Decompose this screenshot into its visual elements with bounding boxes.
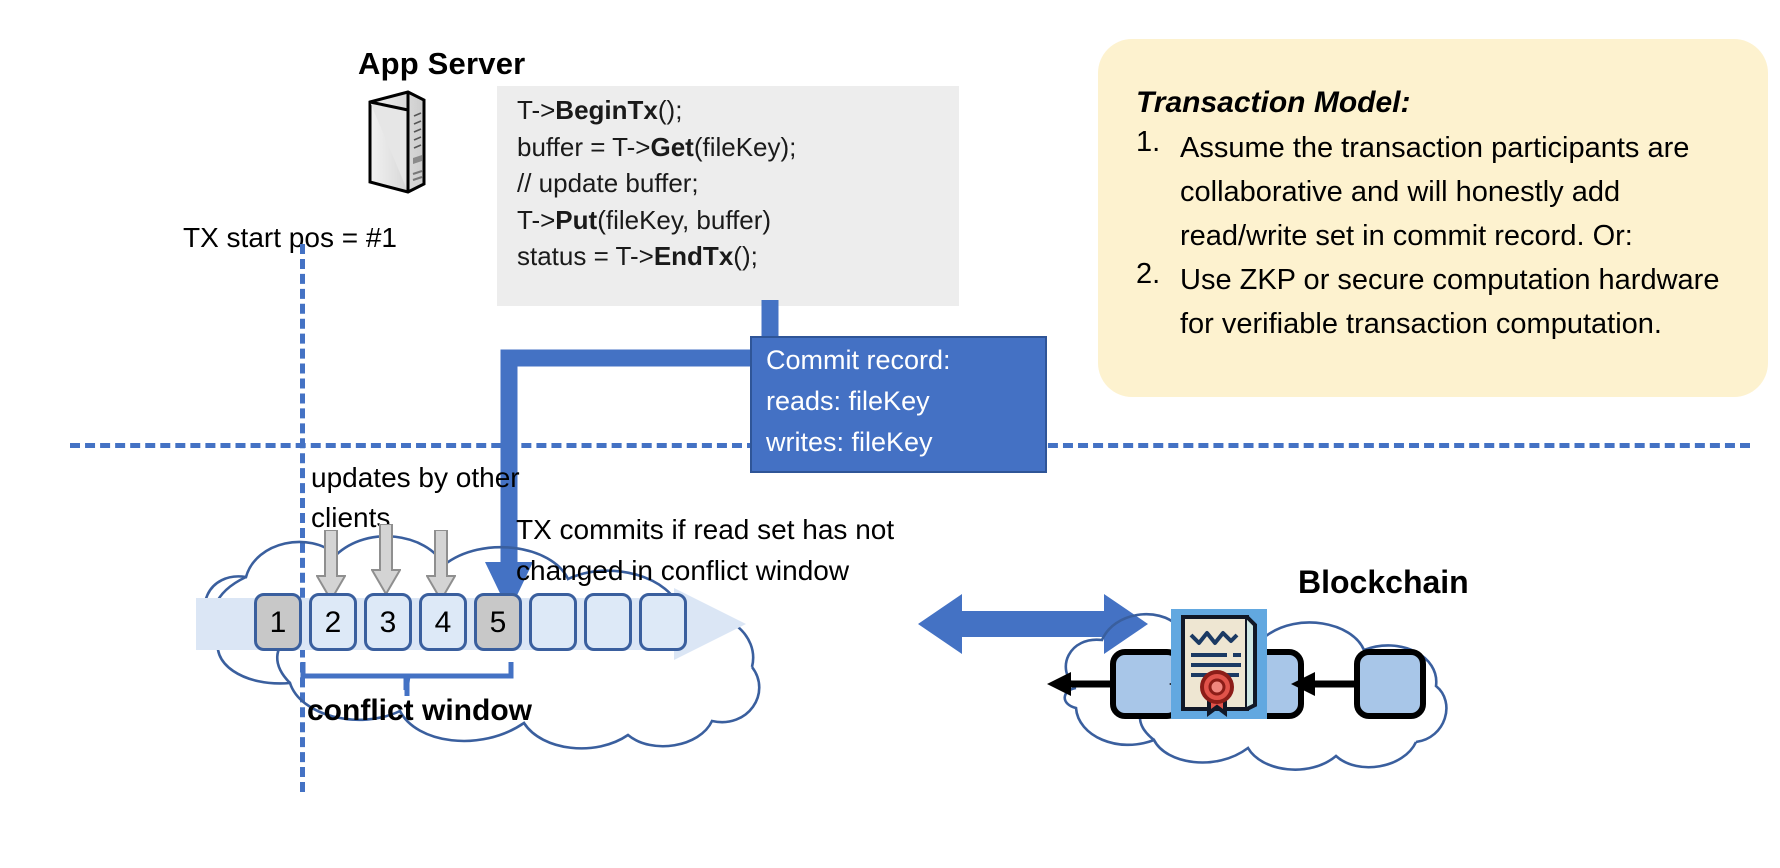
ledger-cell: 2 [309,593,357,651]
code-line-5: status = T->EndTx(); [517,241,758,271]
ledger-cell: 4 [419,593,467,651]
code-snippet-lines: T->BeginTx(); buffer = T->Get(fileKey); //… [517,92,967,275]
conflict-window-brace [300,660,524,700]
transaction-model-item-number-2: 2. [1136,258,1161,290]
tx-start-pos-label: TX start pos = #1 [183,222,397,253]
ledger-cell: 3 [364,593,412,651]
server-tower-icon [362,88,432,196]
update-arrow-icon [425,529,457,602]
code-snippet-box [497,86,959,306]
transaction-model-item-2: Use ZKP or secure computation hardware f… [1180,264,1720,340]
commit-record-box [750,336,1047,473]
bidirectional-sync-arrow [918,590,1148,658]
ledger-cell [639,593,687,651]
code-line-1: T->BeginTx(); [517,95,683,125]
code-line-4: T->Put(fileKey, buffer) [517,204,772,235]
tx-start-vertical-dashed-line [300,244,305,792]
commit-record-writes: writes: fileKey [766,427,933,457]
commit-record-title: Commit record: [766,345,951,375]
ledger-cell: 1 [254,593,302,651]
commit-record-reads: reads: fileKey [766,386,930,416]
transaction-model-callout [1098,39,1768,397]
app-server-title: App Server [358,46,526,81]
code-line-3: // update buffer; [517,168,699,198]
update-arrow-icon [370,523,402,596]
code-line-2: buffer = T->Get(fileKey); [517,131,797,162]
ledger-cell [529,593,577,651]
tx-commits-note: TX commits if read set has not changed i… [516,514,895,586]
certificate-icon [1171,609,1267,719]
transaction-model-item-1: Assume the transaction participants are … [1180,132,1690,252]
blockchain-label: Blockchain [1298,564,1469,600]
transaction-model-title: Transaction Model: [1136,86,1411,119]
ledger-cell [584,593,632,651]
ledger-cell: 5 [474,593,522,651]
update-arrow-icon [315,529,347,602]
transaction-model-item-number-1: 1. [1136,126,1161,158]
conflict-window-label: conflict window [307,694,532,727]
commit-record-arrow [480,300,800,620]
commit-record-text: Commit record: reads: fileKey writes: fi… [766,340,1046,463]
updates-by-other-clients-label: updates by other clients [311,462,520,533]
